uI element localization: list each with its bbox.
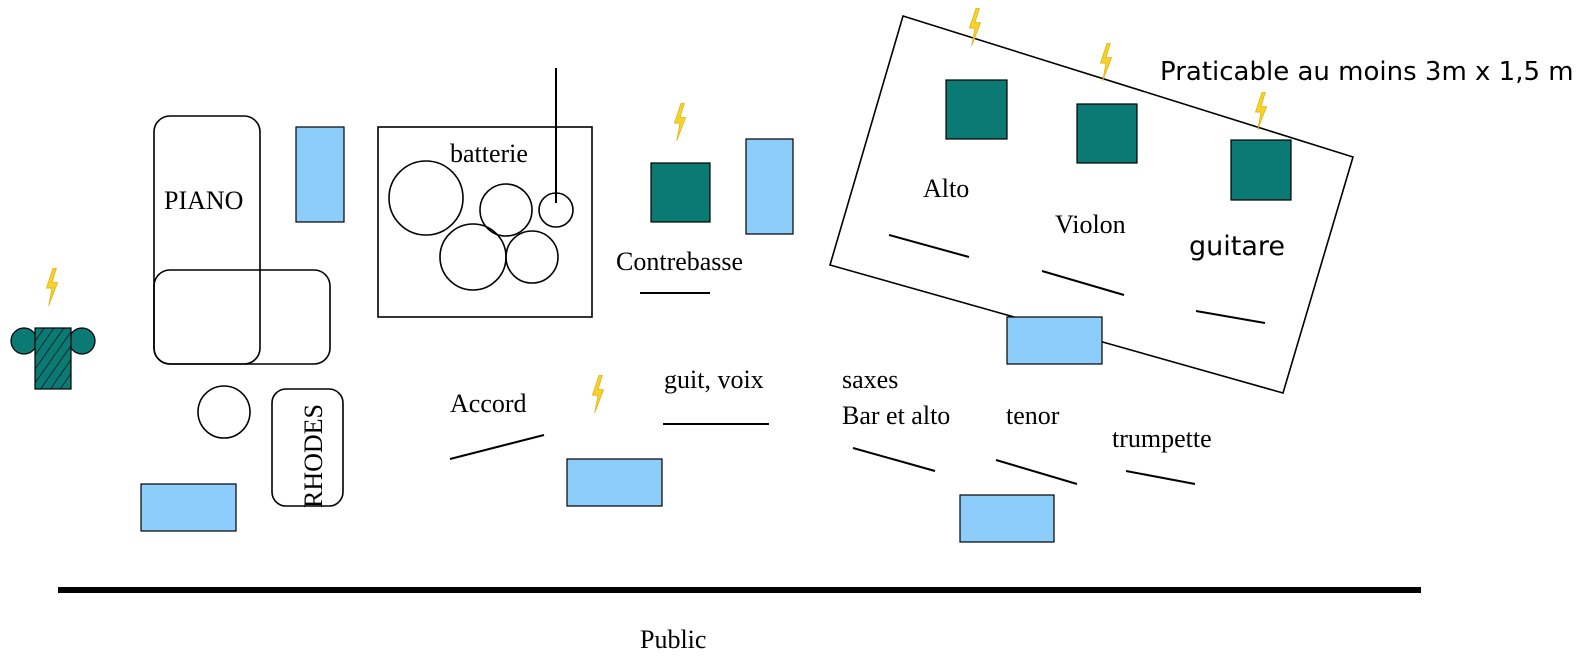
monitor-wedge-icon xyxy=(140,483,237,532)
drum-kit xyxy=(377,68,593,318)
piano-stool xyxy=(197,385,251,439)
music-stand-icon xyxy=(1195,310,1266,324)
riser-label: Praticable au moins 3m x 1,5 m xyxy=(1160,57,1574,87)
guitare-label: guitare xyxy=(1189,231,1285,262)
saxes-label: saxes xyxy=(842,365,898,394)
keyboard-amp-icon xyxy=(10,327,96,390)
music-stand-icon xyxy=(1041,270,1125,296)
music-stand-icon xyxy=(1125,470,1196,485)
power-bolt-icon xyxy=(1254,92,1268,130)
alto-label: Alto xyxy=(923,174,969,203)
amp-icon xyxy=(945,79,1008,140)
monitor-wedge-icon xyxy=(1006,316,1103,365)
monitor-wedge-icon xyxy=(295,126,345,223)
music-stand-icon xyxy=(449,434,545,460)
guit-voix-label: guit, voix xyxy=(664,365,764,394)
monitor-wedge-icon xyxy=(959,494,1055,543)
music-stand-icon xyxy=(995,459,1078,485)
amp-icon xyxy=(650,162,711,223)
power-bolt-icon xyxy=(673,103,687,141)
amp-icon xyxy=(1076,103,1138,164)
music-stand-icon xyxy=(852,447,936,472)
monitor-wedge-icon xyxy=(566,458,663,507)
monitor-wedge-icon xyxy=(745,138,794,235)
contrebasse-label: Contrebasse xyxy=(616,247,743,276)
violon-label: Violon xyxy=(1055,210,1126,239)
power-bolt-icon xyxy=(45,268,59,306)
rhodes-keyboard xyxy=(271,388,344,507)
power-bolt-icon xyxy=(591,375,605,413)
trumpette-label: trumpette xyxy=(1112,424,1212,453)
rhodes-label: RHODES xyxy=(299,404,328,508)
tenor-label: tenor xyxy=(1006,401,1060,430)
public-label: Public xyxy=(640,625,706,654)
batterie-label: batterie xyxy=(450,139,528,168)
power-bolt-icon xyxy=(1099,43,1113,81)
amp-icon xyxy=(1230,139,1292,201)
riser-platform xyxy=(829,14,1354,394)
piano xyxy=(153,115,331,365)
bar-alto-label: Bar et alto xyxy=(842,401,950,430)
accord-label: Accord xyxy=(450,389,527,418)
music-stand-icon xyxy=(888,234,970,258)
piano-label: PIANO xyxy=(164,186,243,215)
